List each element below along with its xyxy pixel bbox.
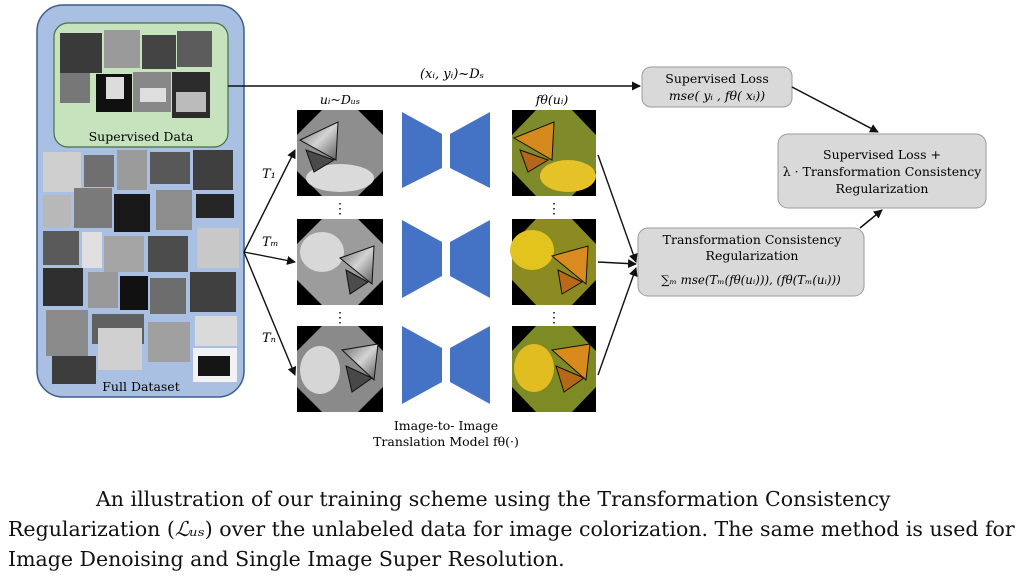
- model-output-label: fθ(uᵢ): [535, 92, 569, 107]
- encoder-shape-3: [402, 326, 442, 404]
- tcr-box: [637, 227, 865, 297]
- tcr-to-combined-arrow: [859, 209, 883, 229]
- figure-caption: An illustration of our training scheme u…: [8, 484, 1018, 574]
- dots-input-1: ⋮: [333, 201, 347, 217]
- caption-part2: ) over the unlabeled data for image colo…: [8, 517, 1015, 571]
- output-image-2: [510, 219, 596, 305]
- combined-line3: Regularization: [836, 181, 929, 196]
- decoder-shape-1: [450, 112, 490, 188]
- caption-loss-symbol: ℒᵤₛ: [174, 517, 205, 541]
- decoder-shape-3: [450, 326, 490, 404]
- combined-loss-box: [777, 133, 987, 209]
- dots-output-2: ⋮: [547, 310, 561, 326]
- encoder-shape-2: [402, 220, 442, 298]
- output-arrow-1: [597, 154, 638, 263]
- supervised-loss-title: Supervised Loss: [665, 71, 769, 86]
- tcr-title-line2: Regularization: [706, 248, 799, 263]
- dots-input-2: ⋮: [333, 310, 347, 326]
- t1-label: T₁: [262, 167, 276, 182]
- full-dataset-label: Full Dataset: [102, 379, 179, 394]
- supervised-sample-label: (xᵢ, yᵢ)~Dₛ: [420, 67, 484, 82]
- supervised-to-combined-arrow: [791, 86, 879, 133]
- model-label-line1: Image-to- Image: [394, 418, 498, 433]
- combined-line2: λ · Transformation Consistency: [783, 164, 983, 179]
- output-arrow-2: [597, 259, 637, 269]
- branch-arrow-t1: [243, 149, 296, 253]
- supervised-data-label: Supervised Data: [89, 129, 194, 144]
- tm-label: Tₘ: [262, 235, 279, 250]
- output-image-3: [512, 326, 596, 412]
- decoder-shape-2: [450, 220, 490, 298]
- tn-label: Tₙ: [262, 331, 276, 346]
- tcr-title-line1: Transformation Consistency: [663, 232, 843, 247]
- model-label-line2: Translation Model fθ(·): [373, 434, 519, 449]
- dataset-thumbnails: [43, 150, 239, 384]
- training-scheme-diagram: Supervised Data Full Dataset (xᵢ, yᵢ)~D: [36, 4, 987, 449]
- input-image-3: [297, 326, 383, 412]
- dots-output-1: ⋮: [547, 201, 561, 217]
- input-image-2: [297, 219, 383, 305]
- branch-arrow-tm: [243, 251, 296, 265]
- supervised-thumbnails: [60, 30, 212, 118]
- supervised-loss-formula: mse( yᵢ , fθ( xᵢ)): [669, 88, 765, 103]
- input-image-1: [297, 110, 383, 196]
- translation-model-shapes: [402, 112, 490, 404]
- tcr-formula: ∑ₘ mse(Tₘ(fθ(uᵢ))), (fθ(Tₘ(uᵢ))): [661, 273, 841, 287]
- combined-line1: Supervised Loss +: [823, 147, 941, 162]
- output-arrow-3: [597, 267, 638, 376]
- caption-part1: An illustration of our training scheme u…: [8, 487, 891, 541]
- encoder-shape-1: [402, 112, 442, 188]
- unsupervised-sample-label: uᵢ~Dᵤₛ: [320, 92, 360, 107]
- output-image-1: [512, 110, 596, 196]
- branch-arrow-tn: [243, 251, 297, 376]
